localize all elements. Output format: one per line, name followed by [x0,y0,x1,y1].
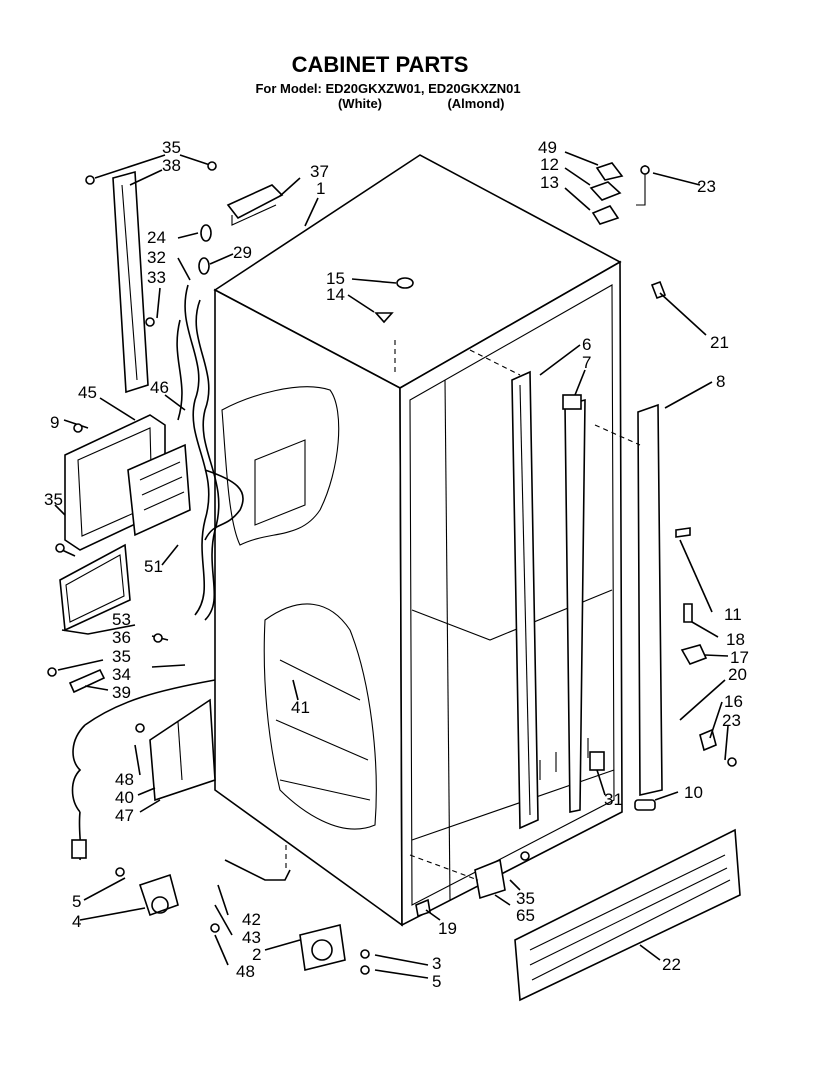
callout-35-mid: 35 [44,490,63,509]
callout-5-left: 5 [72,892,81,911]
callout-36: 36 [112,628,131,647]
callout-9: 9 [50,413,59,432]
model-line: For Model: ED20GKXZW01, ED20GKXZN01 [255,81,520,96]
part-17 [680,644,708,665]
callout-labels: 35 38 37 1 24 29 32 33 15 14 49 12 13 23… [44,138,749,991]
callout-41: 41 [291,698,310,717]
callout-17: 17 [730,648,749,667]
screws [47,161,737,975]
cabinet-body [213,154,623,927]
callout-48-bottom: 48 [236,962,255,981]
callout-43: 43 [242,928,261,947]
callout-29: 29 [233,243,252,262]
variant-almond: (Almond) [447,96,504,111]
leader-lines [54,151,729,979]
callout-34: 34 [112,665,131,684]
callout-4: 4 [72,912,81,931]
part-16 [699,728,717,752]
callout-40: 40 [115,788,134,807]
cap-14 [374,312,394,324]
bracket-65 [474,858,506,900]
callout-1: 1 [316,179,325,198]
power-cord [71,679,216,861]
callout-2: 2 [252,945,261,964]
roller-2 [299,924,346,971]
callout-42: 42 [242,910,261,929]
callout-65: 65 [516,906,535,925]
callout-53: 53 [112,610,131,629]
tube-42 [224,859,291,881]
callout-31: 31 [604,790,623,809]
cap-15 [396,277,414,289]
callout-24: 24 [147,228,166,247]
callout-48-left: 48 [115,770,134,789]
top-bracket [226,184,284,226]
dispenser-frame [64,414,191,551]
callout-23-right: 23 [722,711,741,730]
oring-24 [200,224,212,242]
page-title: CABINET PARTS [292,52,469,77]
callout-46: 46 [150,378,169,397]
callout-18: 18 [726,630,745,649]
callout-37: 37 [310,162,329,181]
callout-51: 51 [144,557,163,576]
callout-12: 12 [540,155,559,174]
part-10 [634,799,656,811]
callout-3: 3 [432,954,441,973]
control-box [149,698,216,802]
left-rail [112,170,149,394]
callout-49: 49 [538,138,557,157]
callout-15: 15 [326,269,345,288]
callout-13: 13 [540,173,559,192]
screw-18 [683,603,693,623]
wiring-harness [176,284,244,621]
callout-19: 19 [438,919,457,938]
top-hinge [589,162,646,225]
callout-45: 45 [78,383,97,402]
callout-20: 20 [728,665,747,684]
callout-47: 47 [115,806,134,825]
callout-7: 7 [582,353,591,372]
callout-16: 16 [724,692,743,711]
callout-8: 8 [716,372,725,391]
callout-22: 22 [662,955,681,974]
callout-23-top: 23 [697,177,716,196]
trim-8 [637,403,663,797]
callout-35-bottom: 35 [516,889,535,908]
bracket-39 [68,668,106,694]
callout-11: 11 [724,605,742,624]
roller-4 [138,873,179,917]
oring-29 [198,257,210,275]
part-31 [589,751,605,771]
callout-35: 35 [162,138,181,157]
grille-22 [514,828,741,1002]
callout-35-low: 35 [112,647,131,666]
callout-5-bottom: 5 [432,972,441,991]
callout-14: 14 [326,285,345,304]
part-11 [675,527,691,538]
panel-36 [59,543,131,632]
variant-white: (White) [338,96,382,111]
callout-6: 6 [582,335,591,354]
callout-32: 32 [147,248,166,267]
callout-38: 38 [162,156,181,175]
callout-10: 10 [684,783,703,802]
callout-21: 21 [710,333,729,352]
callout-33: 33 [147,268,166,287]
callout-39: 39 [112,683,131,702]
